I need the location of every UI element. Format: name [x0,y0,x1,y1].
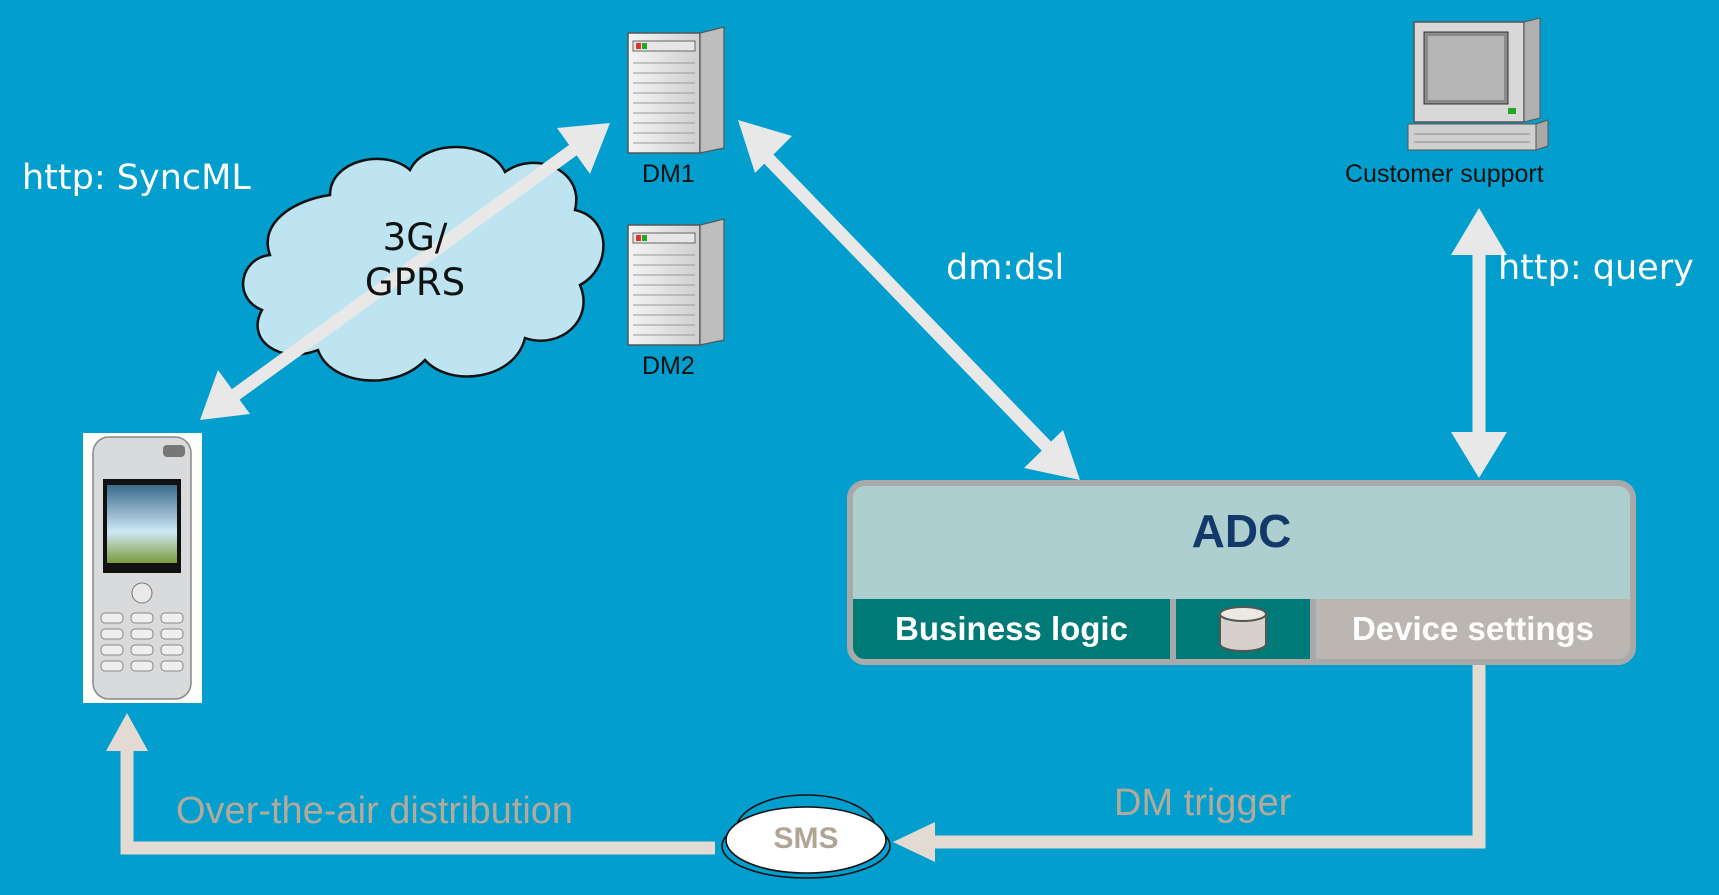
protocol-left-label: http: SyncML [22,158,251,198]
adc-title: ADC [1191,505,1292,557]
http-query-label: http: query [1498,248,1694,288]
arrow-dm1-adc [738,120,1080,480]
cloud-label: 3G/ GPRS [350,215,480,305]
customer-support-label: Customer support [1345,160,1544,188]
cloud-label-line2: GPRS [364,261,466,304]
computer-icon [1407,17,1549,151]
arrow-customer-adc [1451,208,1507,478]
arrow-ota [106,713,715,855]
device-settings-cell: Device settings [1316,599,1630,659]
dm-trigger-label: DM trigger [1114,782,1292,824]
arrow-phone-dm1 [200,123,610,420]
sms-cloud-icon [721,794,891,879]
sms-label: SMS [773,822,839,855]
server-dm1-icon [627,26,725,154]
database-icon [1219,606,1267,652]
dm1-label: DM1 [642,160,695,188]
database-cell [1176,599,1316,659]
adc-box: ADC Business logic Device settings [847,480,1636,665]
server-dm2-icon [627,218,725,346]
mobile-phone-icon [83,433,202,703]
cloud-label-line1: 3G/ [382,216,448,259]
business-logic-cell: Business logic [853,599,1176,659]
dm2-label: DM2 [642,352,695,380]
adc-components: Business logic Device settings [853,599,1630,659]
dm-dsl-label: dm:dsl [946,248,1065,288]
arrow-dm-trigger [893,665,1486,862]
ota-label: Over-the-air distribution [176,790,574,832]
